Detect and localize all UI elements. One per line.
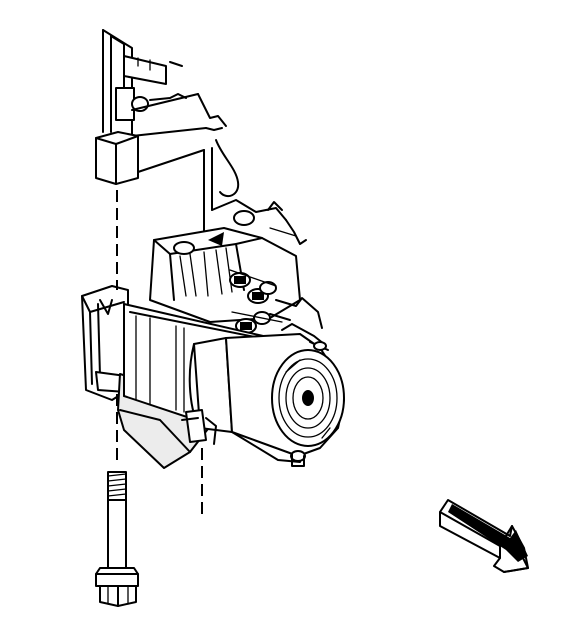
mounting-bolt	[95, 471, 139, 607]
mounting-bracket	[95, 29, 307, 255]
starter-motor	[81, 285, 345, 469]
direction-arrow	[439, 499, 529, 573]
alignment-axis	[116, 190, 203, 516]
end-cap-face	[271, 349, 345, 447]
solenoid	[149, 227, 323, 334]
terminal-studs	[229, 269, 283, 334]
